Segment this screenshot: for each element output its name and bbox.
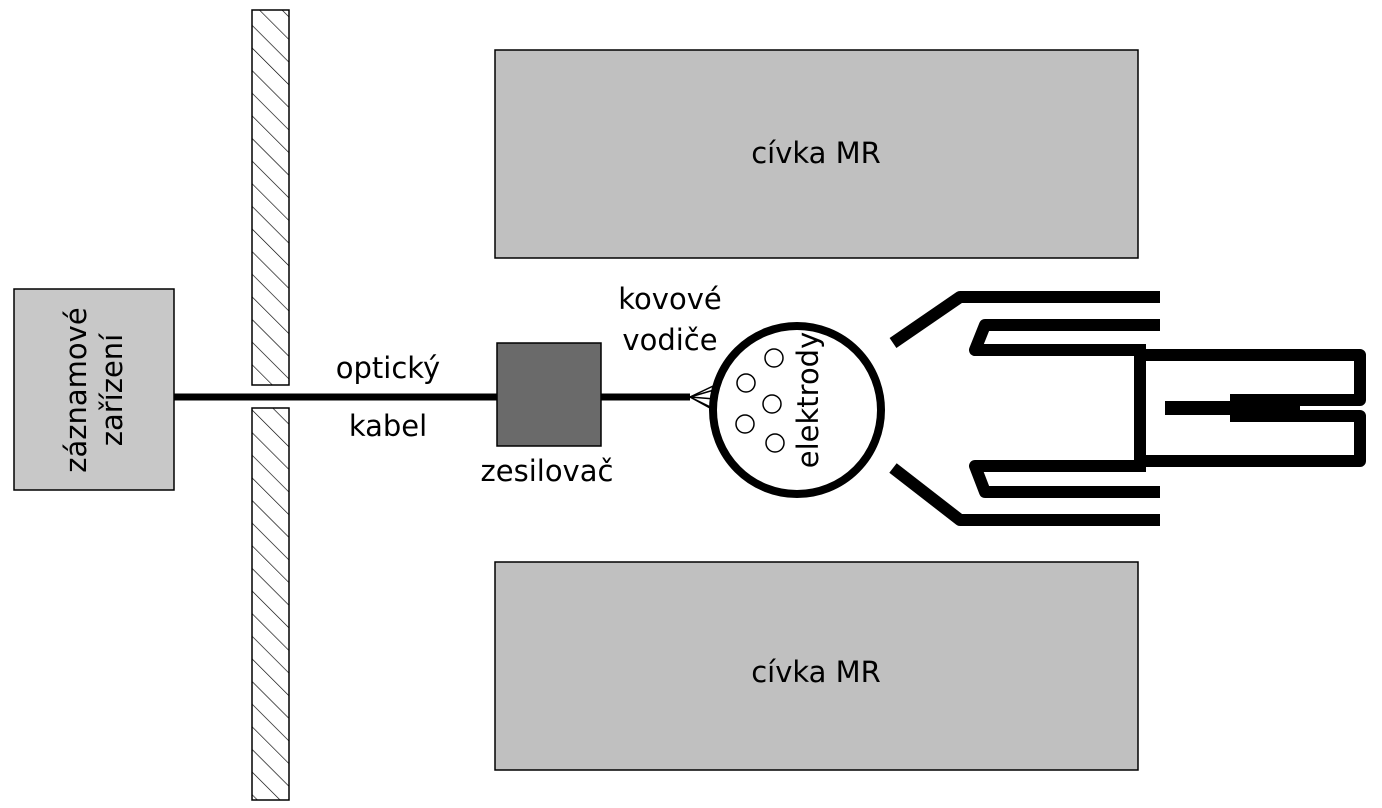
- head-circle: [709, 322, 885, 498]
- amplifier: zesilovač: [481, 342, 614, 488]
- electrode-2: [736, 373, 756, 393]
- mr-coil-bottom-box: [494, 561, 1139, 771]
- electrodes: [735, 348, 785, 453]
- patient-body: [889, 291, 1366, 526]
- wall-upper-segment: [251, 9, 290, 386]
- leg-upper: [1140, 349, 1366, 406]
- recording-device-label-line2: zařízení: [95, 333, 129, 446]
- metal-wires-label-line2: vodiče: [622, 323, 717, 357]
- optical-cable-label-line2: kabel: [349, 409, 427, 443]
- mr-coil-bottom: cívka MR: [494, 561, 1139, 771]
- amplifier-box: [496, 342, 602, 447]
- electrodes-label: elektrody: [791, 332, 825, 469]
- shoulder-lower: [889, 463, 1160, 526]
- arm-upper: [969, 319, 1160, 356]
- recording-device-label-line1: záznamové: [59, 307, 93, 472]
- amplifier-label: zesilovač: [481, 454, 614, 488]
- leg-lower: [1140, 410, 1366, 467]
- metal-wires-label-line1: kovové: [618, 282, 721, 316]
- arm-lower: [969, 460, 1160, 498]
- head-with-electrodes: elektrody: [709, 322, 885, 498]
- mr-coil-top-label: cívka MR: [751, 136, 881, 170]
- electrode-5: [765, 433, 785, 453]
- recording-device: záznamové zařízení: [13, 288, 175, 491]
- shielding-wall: [251, 9, 290, 801]
- wall-lower-segment: [251, 407, 290, 801]
- optical-cable-label-line1: optický: [336, 351, 440, 385]
- shoulder-upper: [889, 291, 1160, 348]
- mr-coil-bottom-label: cívka MR: [751, 655, 881, 689]
- mr-coil-top: cívka MR: [494, 49, 1139, 259]
- electrode-1: [764, 348, 784, 368]
- electrode-4: [735, 414, 755, 434]
- recording-device-box: [13, 288, 175, 491]
- electrode-3: [762, 394, 782, 414]
- mr-coil-top-box: [494, 49, 1139, 259]
